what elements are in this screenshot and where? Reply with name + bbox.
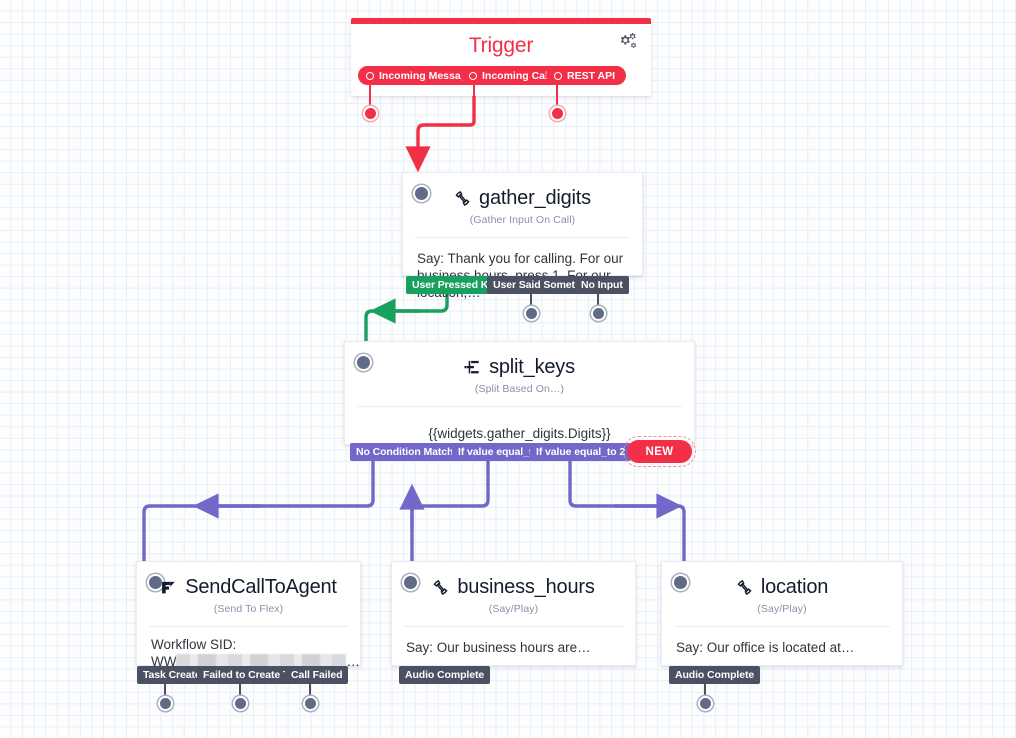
workflow-sid-redacted: [176, 654, 347, 669]
new-output-placeholder[interactable]: NEW: [623, 436, 696, 467]
node-subtitle: (Gather Input On Call): [469, 214, 576, 226]
output-pill-no-condition-matches[interactable]: No Condition Matches: [350, 443, 471, 461]
node-send-call-to-agent[interactable]: SendCallToAgent (Send To Flex) Workflow …: [136, 561, 361, 669]
divider: [674, 626, 890, 627]
divider: [357, 406, 682, 407]
output-pill-no-input[interactable]: No Input: [575, 276, 629, 294]
node-body-text: Say: Our office is located at…: [676, 640, 855, 655]
trigger-stem-incoming-message: [369, 85, 371, 108]
stem-user-said-something: [530, 294, 532, 309]
flex-logo-icon: [160, 579, 177, 596]
output-pill-user-pressed-keys[interactable]: User Pressed Keys: [406, 276, 512, 294]
wire-split-eq1-to-hours: [399, 459, 490, 564]
dot-user-said-something[interactable]: [524, 306, 539, 321]
trigger-output-label: Incoming Message: [379, 69, 473, 82]
stem-failed-to-create-task: [239, 684, 241, 698]
divider: [149, 626, 348, 627]
node-body-field: Workflow SID: WW …: [137, 627, 360, 684]
node-title: location: [760, 576, 829, 598]
trigger-output-label: Incoming Call: [482, 69, 551, 82]
node-subtitle: (Split Based On…): [474, 383, 565, 395]
circle-outline-icon: [554, 71, 562, 80]
node-subtitle: (Send To Flex): [213, 603, 284, 615]
input-connector-dot[interactable]: [413, 185, 430, 202]
circle-outline-icon: [469, 71, 477, 80]
output-pill-if-value-equal-to-2[interactable]: If value equal_to 2: [530, 443, 632, 461]
workflow-sid-label: Workflow SID:: [151, 637, 237, 652]
node-header: gather_digits: [403, 173, 642, 210]
dot-no-input[interactable]: [591, 306, 606, 321]
output-pill-user-said-something[interactable]: User Said Something: [487, 276, 603, 294]
split-branch-icon: [464, 359, 481, 376]
node-body-text: Say: Our business hours are…: [406, 640, 591, 655]
input-connector-dot[interactable]: [402, 574, 419, 591]
wire-split-nomatch-to-flex: [142, 459, 375, 564]
output-pill-if-value-equal-to-1[interactable]: If value equal_to 1: [452, 443, 554, 461]
trigger-output-label: REST API: [567, 69, 616, 82]
trigger-title: Trigger: [468, 34, 534, 57]
node-location[interactable]: location (Say/Play) Say: Our office is l…: [661, 561, 903, 666]
output-pill-failed-to-create-task[interactable]: Failed to Create Task: [197, 666, 312, 684]
output-pill-task-created[interactable]: Task Created: [137, 666, 213, 684]
dot-audio-complete-location[interactable]: [698, 696, 713, 711]
input-connector-dot[interactable]: [355, 354, 372, 371]
workflow-sid-ellipsis: …: [346, 654, 360, 669]
stem-task-created: [164, 684, 166, 698]
node-subtitle: (Say/Play): [757, 603, 807, 615]
trigger-dot-incoming-message[interactable]: [363, 106, 378, 121]
stem-call-failed: [309, 684, 311, 698]
output-pill-audio-complete-location[interactable]: Audio Complete: [669, 666, 761, 684]
workflow-sid-value: WW …: [151, 653, 360, 670]
trigger-dot-rest-api[interactable]: [550, 106, 565, 121]
trigger-output-incoming-message[interactable]: Incoming Message: [358, 66, 484, 85]
output-pill-call-failed[interactable]: Call Failed: [285, 666, 349, 684]
node-header: split_keys: [345, 342, 694, 379]
split-expression: {{widgets.gather_digits.Digits}}: [428, 426, 611, 441]
node-header: location: [662, 562, 902, 599]
divider: [404, 626, 623, 627]
node-title: gather_digits: [479, 187, 591, 209]
trigger-output-incoming-call[interactable]: Incoming Call: [461, 66, 562, 85]
phone-handset-icon: [454, 190, 471, 207]
workflow-sid-prefix: WW: [151, 654, 177, 669]
circle-outline-icon: [366, 71, 374, 80]
dot-task-created[interactable]: [158, 696, 173, 711]
node-business-hours[interactable]: business_hours (Say/Play) Say: Our busin…: [391, 561, 636, 666]
stem-audio-complete-location: [704, 684, 706, 698]
trigger-accent-bar: [351, 18, 651, 24]
input-connector-dot[interactable]: [672, 574, 689, 591]
gears-icon[interactable]: [617, 31, 639, 51]
wire-trigger-to-gather: [405, 94, 476, 173]
node-title: SendCallToAgent: [185, 576, 337, 598]
node-subtitle: (Say/Play): [488, 603, 539, 615]
output-pill-audio-complete-hours[interactable]: Audio Complete: [399, 666, 491, 684]
trigger-output-rest-api[interactable]: REST API: [546, 66, 627, 85]
phone-handset-icon: [432, 579, 449, 596]
divider: [415, 237, 630, 238]
stem-no-input: [597, 294, 599, 309]
node-header: business_hours: [392, 562, 635, 599]
new-badge[interactable]: NEW: [627, 440, 692, 463]
wire-split-eq2-to-location: [568, 459, 686, 564]
trigger-stem-rest-api: [556, 85, 558, 108]
dot-call-failed[interactable]: [303, 696, 318, 711]
phone-handset-icon: [736, 579, 753, 596]
trigger-stem-incoming-call: [473, 85, 475, 98]
dot-failed-to-create-task[interactable]: [233, 696, 248, 711]
node-header: SendCallToAgent: [137, 562, 360, 599]
node-title: split_keys: [489, 356, 575, 378]
node-title: business_hours: [457, 576, 595, 598]
node-gather-digits[interactable]: gather_digits (Gather Input On Call) Say…: [402, 172, 643, 300]
node-split-keys[interactable]: split_keys (Split Based On…) {{widgets.g…: [344, 341, 695, 445]
